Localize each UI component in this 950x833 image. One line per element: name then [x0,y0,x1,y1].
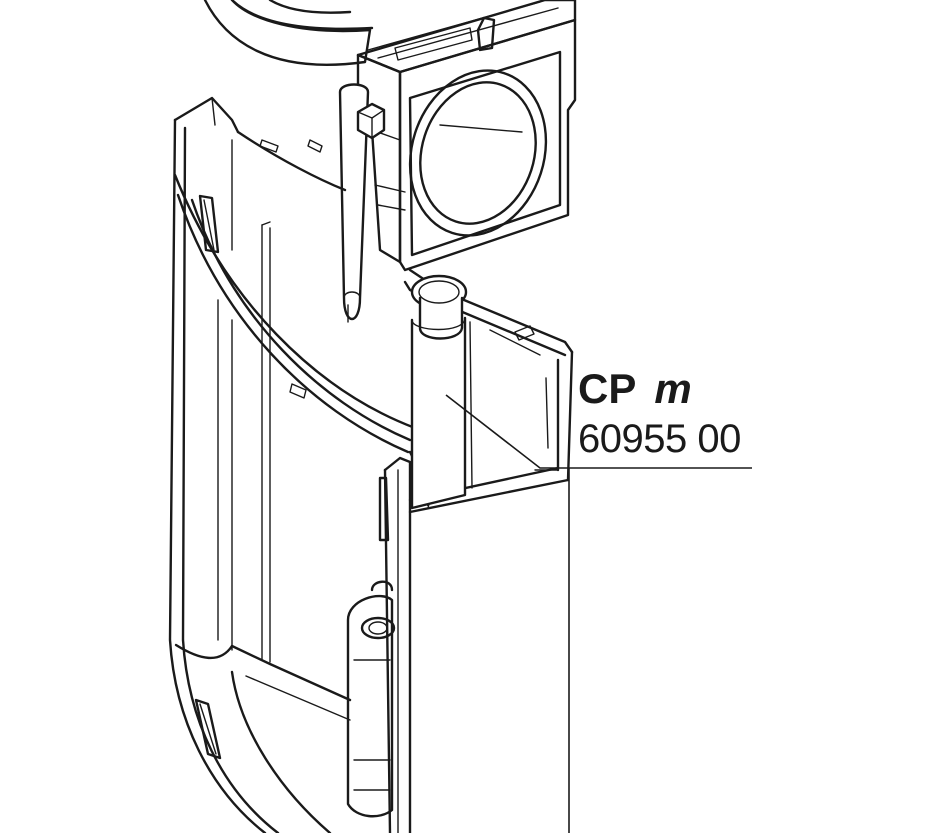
part-number-label: 60955 00 [578,417,741,461]
model-suffix: m [654,365,692,412]
pump-module [346,580,396,818]
tube-part [410,274,468,510]
filter-housing [168,96,417,833]
model-name: CP [578,365,637,412]
part-model-label: CP m [578,366,692,412]
motor-housing [203,0,374,66]
front-panel [378,456,412,833]
leader-line [445,394,752,833]
guide-pin [338,83,386,323]
intake-block [356,0,577,272]
